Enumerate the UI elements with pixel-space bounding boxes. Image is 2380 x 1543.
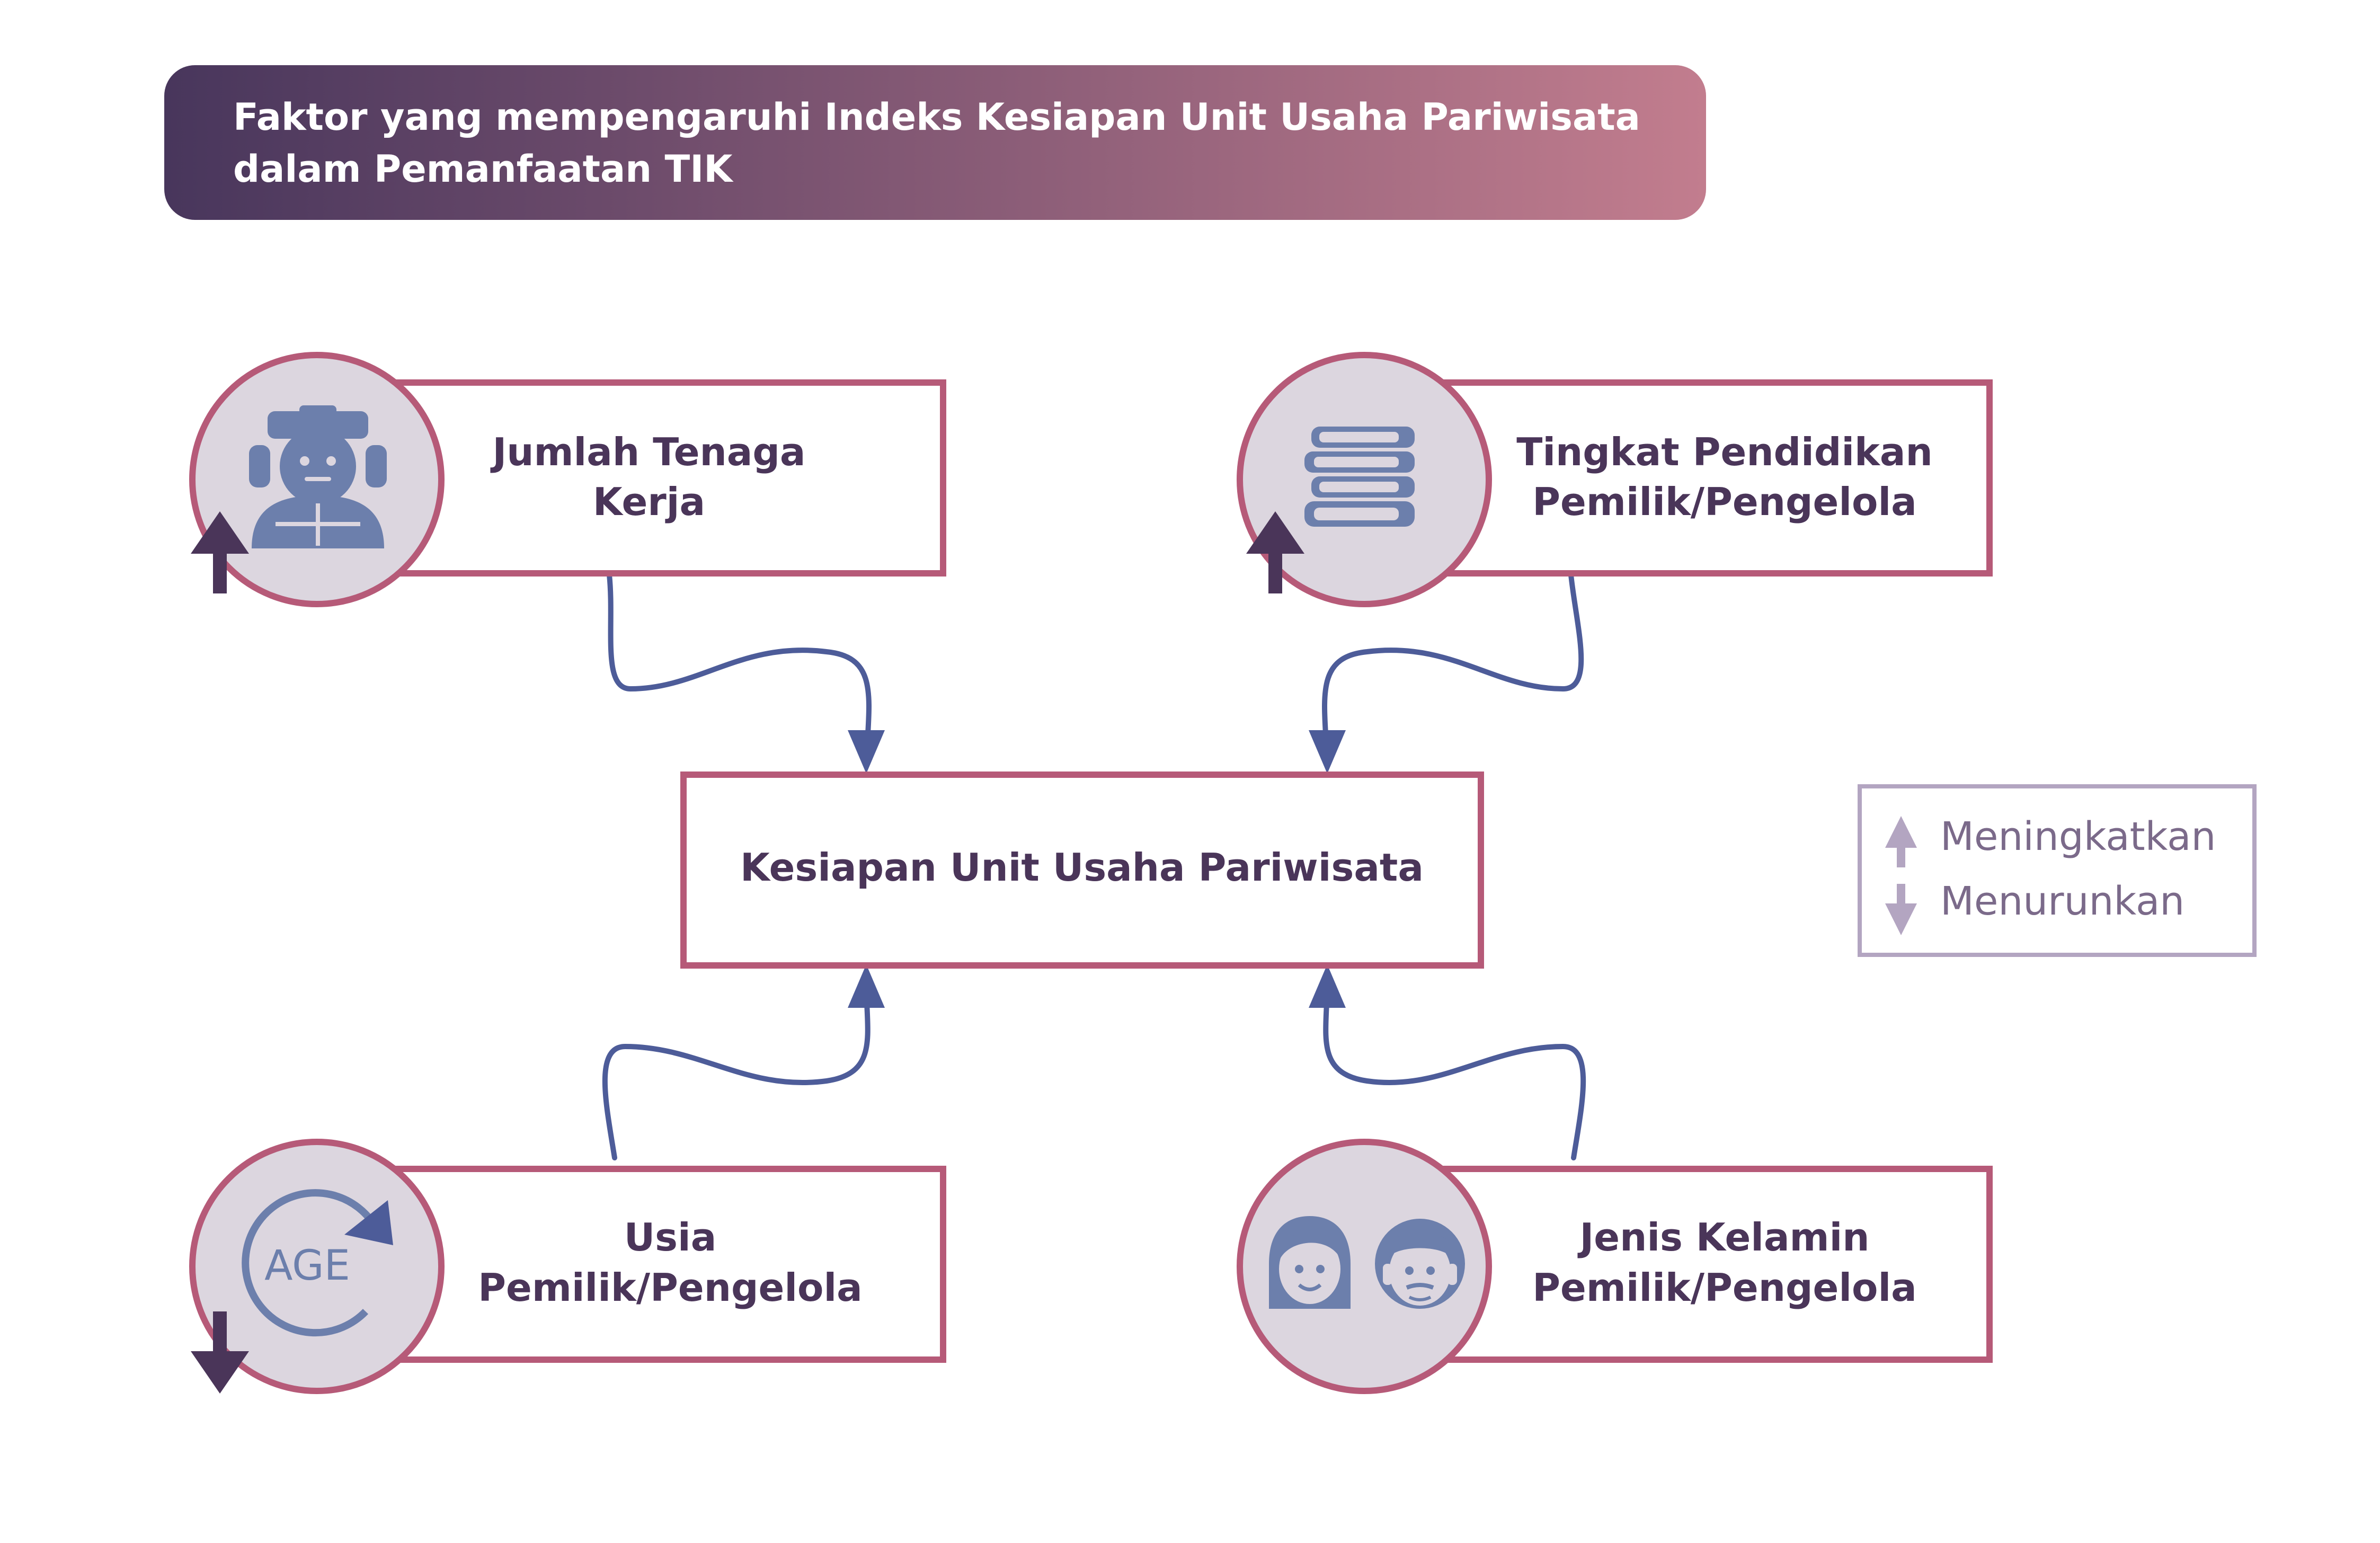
center-label: Kesiapan Unit Usaha Pariwisata (740, 845, 1424, 890)
decrease-indicator-icon (191, 1311, 249, 1394)
legend-up-arrow-icon (1885, 816, 1917, 867)
center-node: Kesiapan Unit Usaha Pariwisata (680, 772, 1484, 969)
man-face-icon (1375, 1219, 1465, 1309)
worker-icon (249, 405, 387, 548)
connector-arrowheads (848, 730, 1346, 1008)
factor-node-tingkat-pendidikan: Tingkat Pendidikan Pemilik/Pengelola (1237, 352, 1993, 607)
factor-label-line1: Jenis Kelamin (1577, 1215, 1869, 1260)
arrow-pendidikan-to-center (1322, 572, 1584, 766)
factor-node-usia: Usia Pemilik/Pengelola AGE (189, 1139, 946, 1394)
factor-node-tenaga-kerja: Jumlah Tenaga Kerja (189, 352, 946, 607)
legend-down-label: Menurunkan (1940, 879, 2184, 924)
woman-face-icon (1269, 1216, 1351, 1309)
arrowhead-down-right (1309, 730, 1346, 774)
increase-indicator-icon (1246, 511, 1304, 593)
age-icon-text: AGE (264, 1242, 350, 1290)
increase-indicator-icon (191, 511, 249, 593)
factor-node-jenis-kelamin: Jenis Kelamin Pemilik/Pengelola (1237, 1139, 1993, 1394)
header-title-line1: Faktor yang mempengaruhi Indeks Kesiapan… (233, 95, 1640, 139)
factor-label-line1: Jumlah Tenaga (490, 430, 805, 474)
factor-label-line1: Tingkat Pendidikan (1516, 430, 1933, 474)
factor-label-line2: Pemilik/Pengelola (1532, 1265, 1916, 1310)
arrowhead-up-right (1309, 964, 1346, 1008)
factor-label-line1: Usia (624, 1215, 717, 1260)
legend-up-label: Meningkatkan (1940, 814, 2216, 859)
books-icon (1304, 427, 1415, 527)
arrowhead-down-left (848, 730, 885, 774)
factor-label-line2: Pemilik/Pengelola (1532, 480, 1916, 524)
age-icon: AGE (242, 1189, 393, 1337)
factor-label-line2: Pemilik/Pengelola (478, 1265, 862, 1310)
connector-arrows (602, 572, 1586, 1160)
arrow-kelamin-to-center (1323, 980, 1586, 1160)
legend: Meningkatkan Menurunkan (1858, 784, 2257, 957)
header-banner: Faktor yang mempengaruhi Indeks Kesiapan… (164, 65, 1706, 220)
arrowhead-up-left (848, 964, 885, 1008)
factor-label-line2: Kerja (593, 480, 705, 524)
header-title-line2: dalam Pemanfaatan TIK (233, 147, 734, 191)
worker-face-detail (276, 456, 360, 546)
legend-down-arrow-icon (1885, 884, 1917, 935)
arrow-tenaga-to-center (607, 572, 872, 766)
arrow-usia-to-center (602, 980, 871, 1160)
